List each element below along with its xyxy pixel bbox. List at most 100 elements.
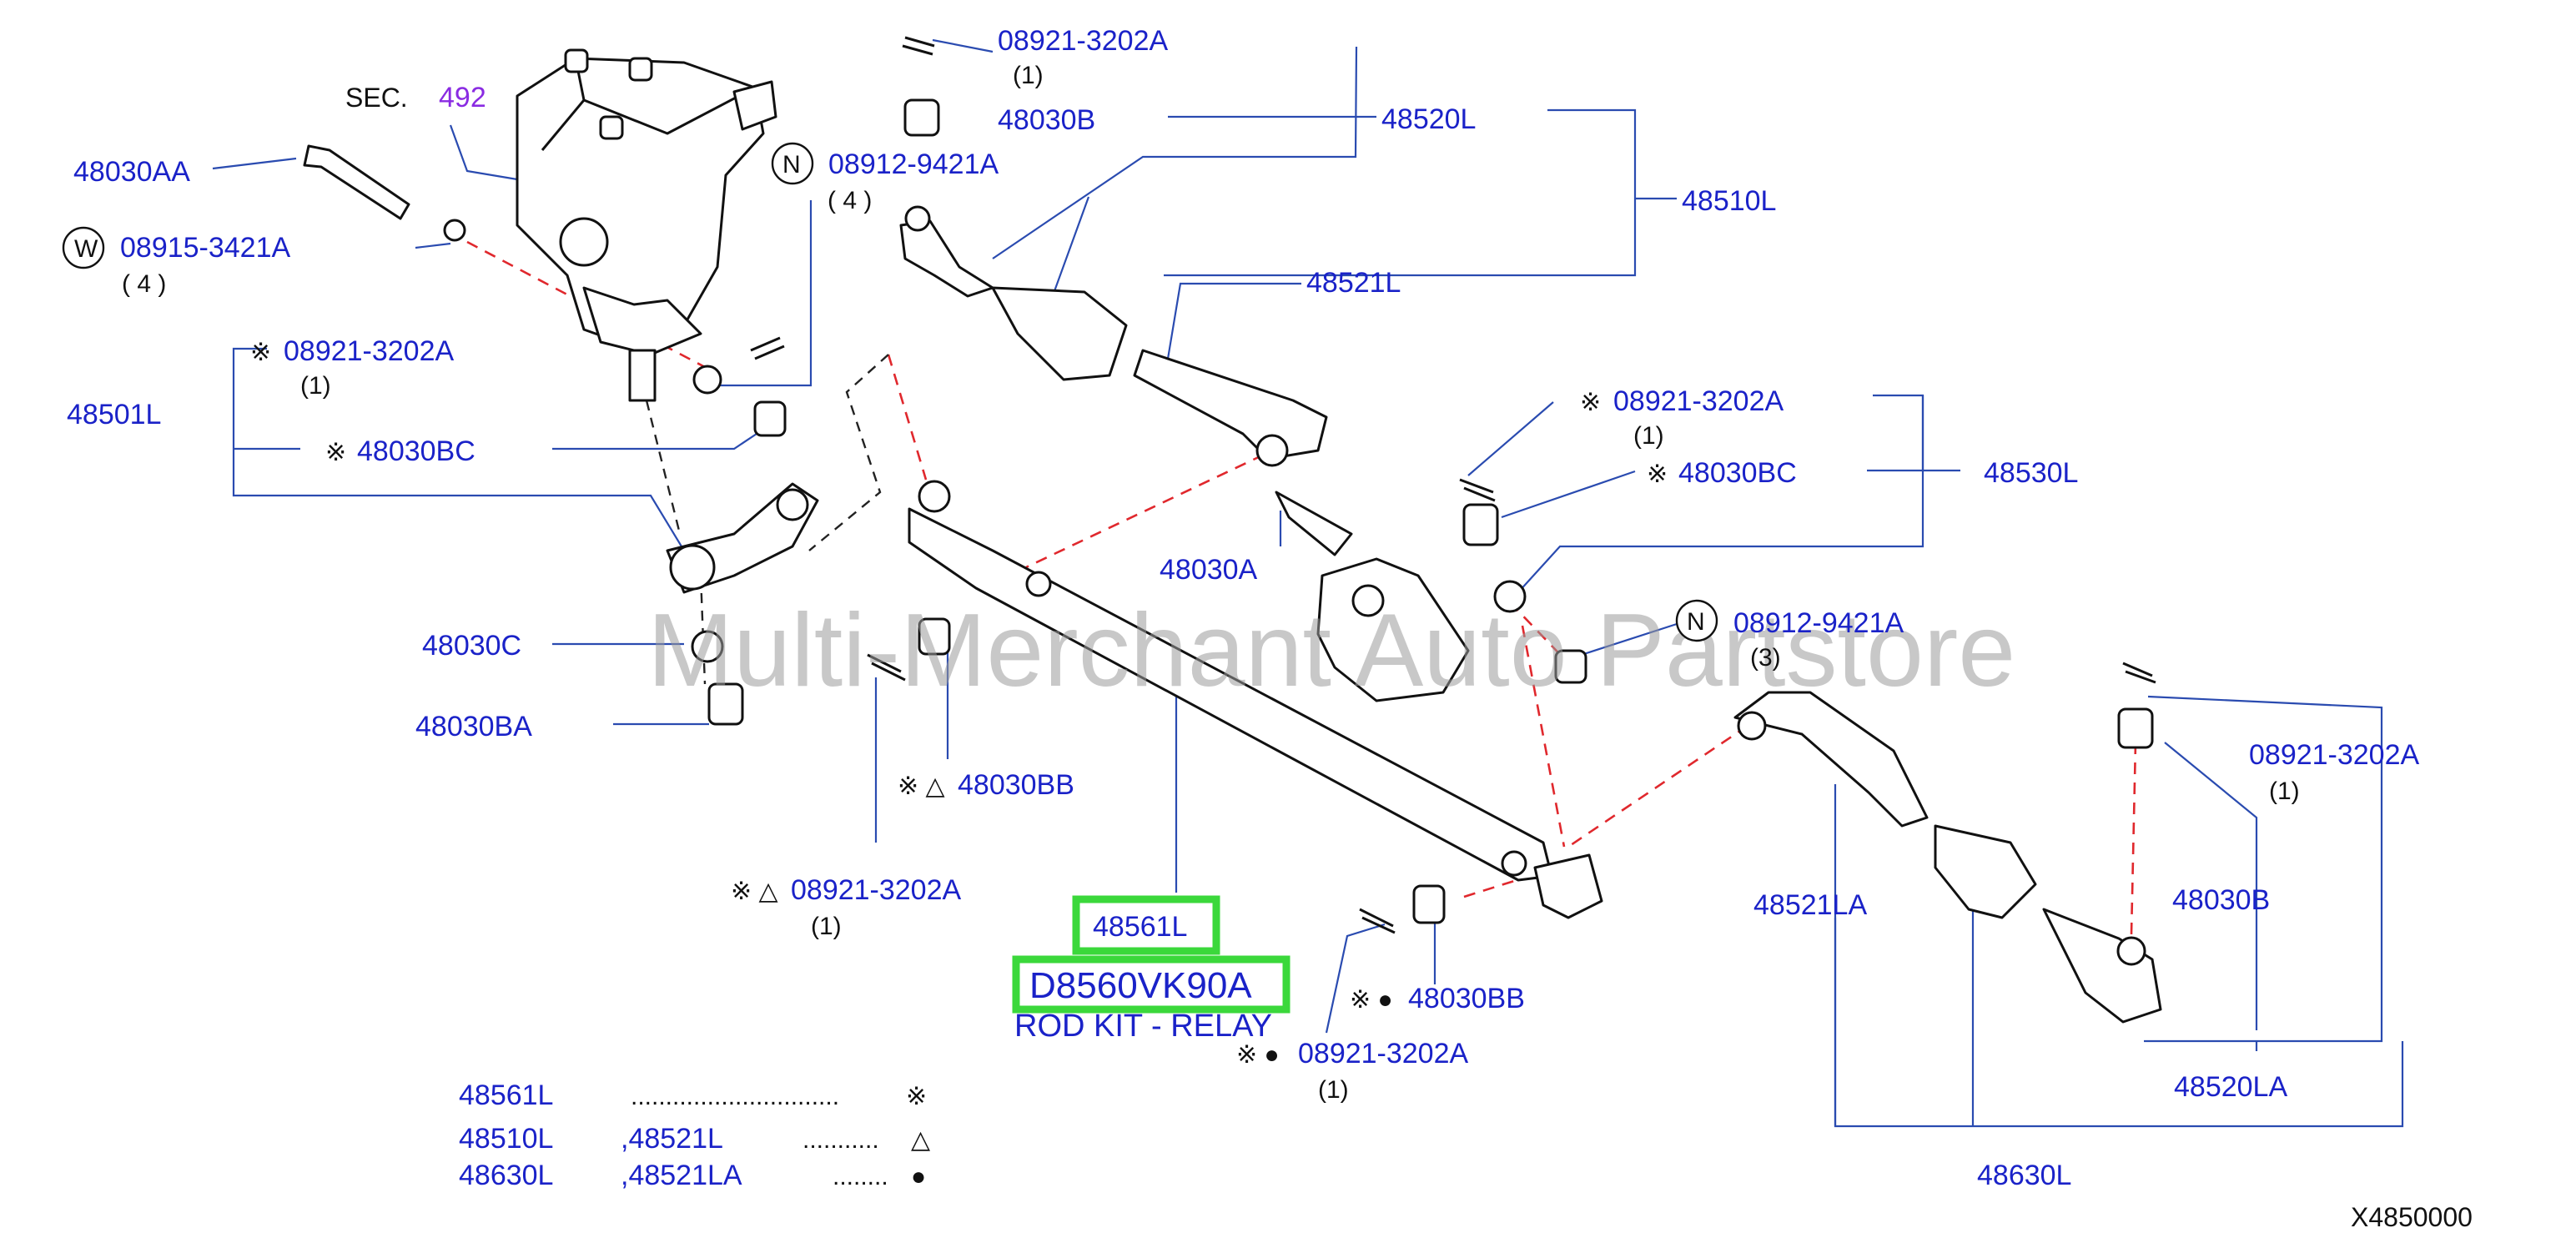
cotter-pin-mid bbox=[867, 653, 906, 682]
label-48521L[interactable]: 48521L bbox=[1306, 267, 1401, 299]
highlight-box-kit bbox=[1012, 955, 1291, 1014]
diagram-code: X4850000 bbox=[2351, 1202, 2473, 1232]
qty-08912-top: ( 4 ) bbox=[828, 187, 872, 214]
n-mark-circle-right bbox=[1675, 599, 1718, 642]
label-08912-9421A-right[interactable]: 08912-9421A bbox=[1733, 607, 1904, 639]
legend-dots-1: .............................. bbox=[631, 1083, 839, 1110]
mark-asterisk-bc-right: ※ bbox=[1647, 460, 1668, 488]
label-48501L[interactable]: 48501L bbox=[67, 399, 161, 430]
washer-08915 bbox=[443, 219, 466, 242]
legend-symbol-2: △ bbox=[911, 1126, 930, 1154]
callout-labels: SEC. 492 48030AA W 08915-3421A ( 4 ) N 0… bbox=[62, 25, 2473, 1232]
label-48030B-top[interactable]: 48030B bbox=[998, 104, 1095, 136]
tie-rod-inner-48520LA bbox=[2042, 908, 2162, 1024]
label-08921-3202A-far[interactable]: 08921-3202A bbox=[2249, 739, 2420, 771]
cotter-pin-left bbox=[750, 336, 785, 360]
qty-08921-top: (1) bbox=[1013, 62, 1044, 89]
legend-second-3[interactable]: ,48521LA bbox=[621, 1160, 742, 1191]
cotter-pin-low bbox=[1359, 908, 1396, 934]
bolt-48030AA bbox=[303, 144, 410, 220]
mark-08921-low: ※ ● bbox=[1236, 1041, 1280, 1069]
n-mark-text-top: N bbox=[782, 151, 801, 179]
mark-asterisk-bc-left: ※ bbox=[325, 439, 346, 466]
cotter-pin-top bbox=[902, 36, 935, 56]
label-48030BB-low[interactable]: 48030BB bbox=[1408, 983, 1525, 1014]
mark-08921-mid: ※ △ bbox=[731, 878, 778, 905]
mark-bb-low: ※ ● bbox=[1350, 986, 1393, 1014]
leader-lines bbox=[212, 38, 2404, 1128]
mark-asterisk-left: ※ bbox=[250, 339, 271, 366]
label-48030C[interactable]: 48030C bbox=[422, 630, 521, 662]
label-48030A[interactable]: 48030A bbox=[1160, 554, 1258, 586]
qty-08921-far: (1) bbox=[2269, 778, 2300, 805]
label-48030BA[interactable]: 48030BA bbox=[415, 711, 532, 742]
legend-symbol-1: ※ bbox=[906, 1083, 927, 1110]
steering-gear bbox=[516, 48, 777, 402]
section-prefix: SEC. bbox=[345, 83, 408, 113]
label-48521LA[interactable]: 48521LA bbox=[1753, 889, 1867, 921]
mark-asterisk-right: ※ bbox=[1580, 389, 1601, 416]
label-08921-3202A-low[interactable]: 08921-3202A bbox=[1298, 1038, 1469, 1069]
w-mark-text: W bbox=[74, 235, 98, 263]
label-48030BB-mid[interactable]: 48030BB bbox=[958, 769, 1074, 801]
legend-dots-2: ........... bbox=[802, 1126, 879, 1154]
nut-48030BB-mid bbox=[918, 617, 951, 656]
adjusting-tube bbox=[991, 286, 1128, 381]
label-48520L[interactable]: 48520L bbox=[1381, 103, 1476, 135]
legend-row: 48510L ,48521L ........... △ bbox=[459, 1123, 930, 1155]
tie-rod-adjuster-right bbox=[1934, 824, 2037, 919]
qty-08912-right: (3) bbox=[1750, 644, 1781, 672]
label-48530L[interactable]: 48530L bbox=[1984, 457, 2078, 489]
section-link-492[interactable]: 492 bbox=[439, 82, 486, 113]
washer-48030C bbox=[691, 630, 724, 663]
kit-name-link[interactable]: ROD KIT - RELAY bbox=[1014, 1009, 1272, 1044]
watermark: Multi-Merchant Auto Partstore bbox=[647, 593, 2015, 708]
label-48030B-right[interactable]: 48030B bbox=[2172, 884, 2270, 916]
legend-second-2[interactable]: ,48521L bbox=[621, 1123, 723, 1155]
nut-48030BA bbox=[707, 682, 744, 726]
nut-48030B-right bbox=[2117, 707, 2154, 749]
tie-rod-outer-48521LA bbox=[1733, 691, 1929, 828]
label-08921-3202A-right[interactable]: 08921-3202A bbox=[1613, 385, 1784, 417]
nut-48030BB-low bbox=[1412, 884, 1446, 924]
label-48030BC-right[interactable]: 48030BC bbox=[1678, 457, 1797, 489]
label-08915-3421A[interactable]: 08915-3421A bbox=[120, 232, 291, 264]
legend-part-1[interactable]: 48561L bbox=[459, 1079, 553, 1111]
qty-08921-left: (1) bbox=[300, 372, 331, 400]
label-48520LA[interactable]: 48520LA bbox=[2174, 1071, 2287, 1103]
highlighted-kit: 48561L D8560VK90A ROD KIT - RELAY bbox=[1012, 895, 1291, 1044]
legend-dots-3: ........ bbox=[833, 1163, 888, 1190]
nut-48030BC-left bbox=[753, 400, 787, 437]
legend-part-3[interactable]: 48630L bbox=[459, 1160, 553, 1191]
legend: 48561L .............................. ※ … bbox=[459, 1079, 930, 1191]
mark-bb-mid: ※ △ bbox=[898, 772, 945, 800]
label-08921-3202A-mid[interactable]: 08921-3202A bbox=[791, 874, 962, 906]
n-mark-circle-top bbox=[771, 142, 814, 185]
relay-rod-48561L bbox=[908, 480, 1603, 919]
label-08912-9421A-top[interactable]: 08912-9421A bbox=[828, 148, 999, 180]
tie-rod-inner-48520L bbox=[899, 205, 994, 298]
qty-08921-right: (1) bbox=[1633, 422, 1664, 450]
nut-48030BC-right bbox=[1462, 503, 1499, 546]
label-48630L[interactable]: 48630L bbox=[1977, 1160, 2071, 1191]
cotter-pin-far bbox=[2122, 662, 2156, 684]
highlight-box-part bbox=[1072, 895, 1220, 955]
highlight-part-number[interactable]: 48561L bbox=[1093, 911, 1187, 943]
bellcrank-48030A-assembly bbox=[1275, 491, 1470, 702]
washer-right bbox=[1493, 580, 1527, 613]
qty-08921-low: (1) bbox=[1318, 1076, 1349, 1104]
kit-code-link[interactable]: D8560VK90A bbox=[1029, 965, 1252, 1006]
legend-row: 48561L .............................. ※ bbox=[459, 1079, 927, 1111]
legend-row: 48630L ,48521LA ........ ● bbox=[459, 1160, 926, 1191]
legend-part-2[interactable]: 48510L bbox=[459, 1123, 553, 1155]
label-48030BC-left[interactable]: 48030BC bbox=[357, 435, 475, 467]
label-08921-3202A-top[interactable]: 08921-3202A bbox=[998, 25, 1169, 57]
nut-48030B-top bbox=[903, 98, 940, 137]
legend-symbol-3: ● bbox=[911, 1163, 926, 1190]
qty-08921-mid: (1) bbox=[811, 913, 842, 940]
nut-top-left bbox=[692, 365, 722, 395]
label-48030AA[interactable]: 48030AA bbox=[73, 156, 190, 188]
label-48510L[interactable]: 48510L bbox=[1682, 185, 1776, 217]
label-08921-3202A-left[interactable]: 08921-3202A bbox=[284, 335, 455, 367]
